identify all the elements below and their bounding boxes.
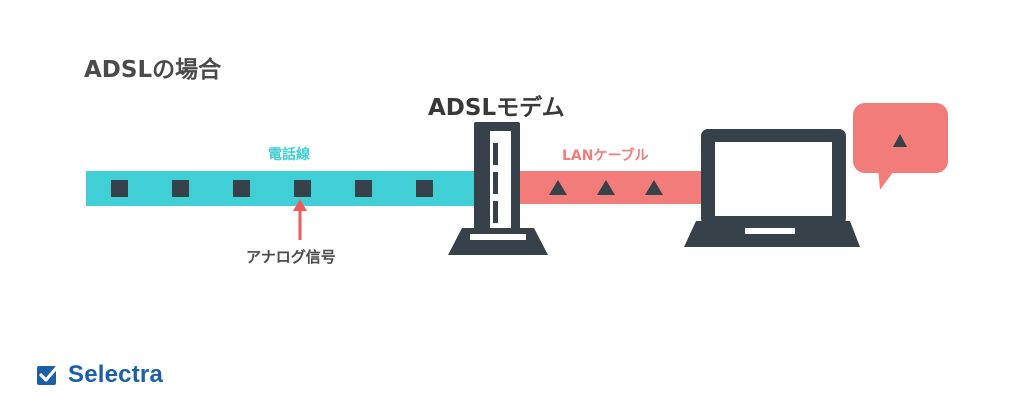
analog-signal-arrow	[293, 199, 307, 240]
digital-signal-square	[416, 180, 433, 197]
page-title: ADSLの場合	[84, 57, 222, 83]
lan-signal-triangle	[597, 180, 615, 195]
digital-signal-square	[355, 180, 372, 197]
digital-signal-square	[172, 180, 189, 197]
digital-signal-square	[111, 180, 128, 197]
lan-cable	[516, 171, 706, 204]
lan-cable-signals	[549, 180, 663, 195]
adsl-modem-icon	[448, 122, 548, 255]
lan-signal-triangle	[645, 180, 663, 195]
laptop-icon	[684, 129, 860, 247]
speech-bubble-icon	[853, 103, 948, 190]
phone-line-label: 電話線	[268, 147, 310, 163]
analog-signal-label: アナログ信号	[246, 248, 336, 266]
brand-logo: Selectra	[36, 361, 163, 389]
phone-line-signals	[111, 180, 433, 197]
checkbox-logo-icon	[37, 364, 60, 385]
digital-signal-square	[294, 180, 311, 197]
phone-line	[86, 171, 478, 206]
lan-signal-triangle	[549, 180, 567, 195]
brand-name: Selectra	[68, 361, 163, 388]
lan-cable-label: LANケーブル	[562, 148, 649, 164]
modem-label: ADSLモデム	[428, 95, 565, 121]
digital-signal-square	[233, 180, 250, 197]
